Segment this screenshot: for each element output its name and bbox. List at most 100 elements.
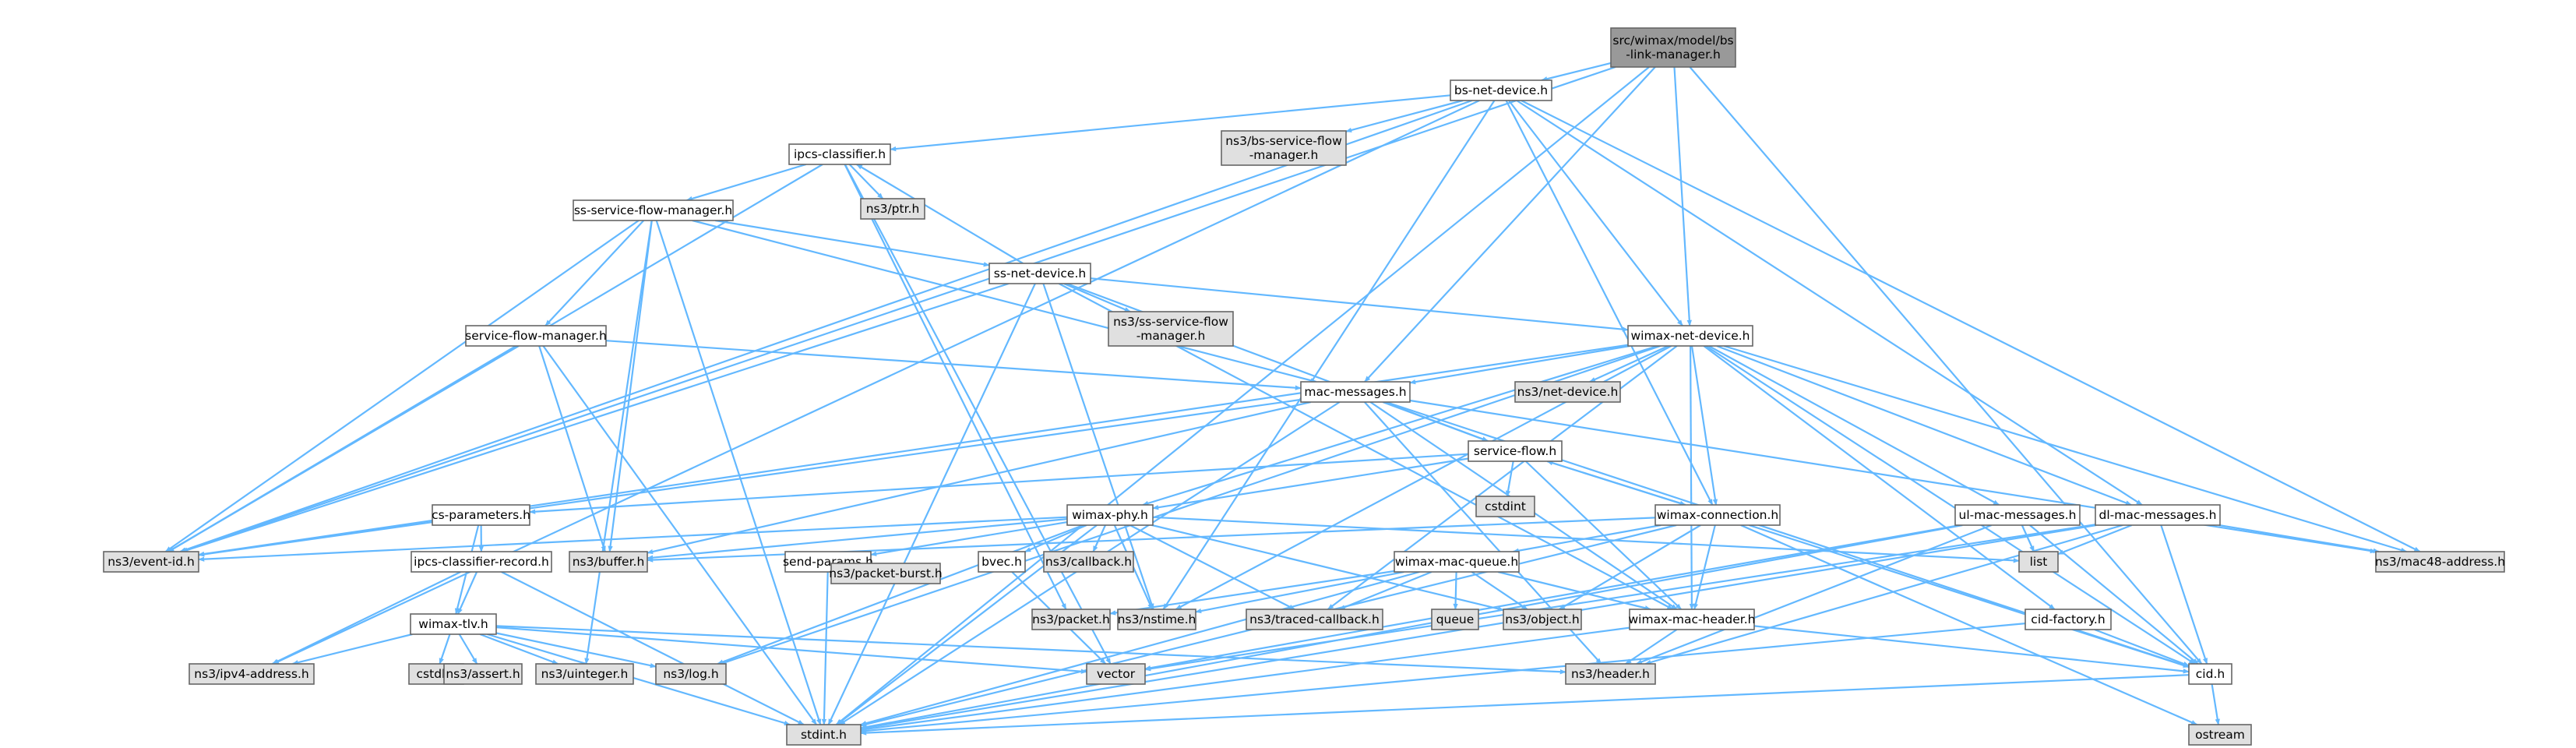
node-ns3_nstime: ns3/nstime.h xyxy=(1117,609,1196,630)
node-service_flow_manager[interactable]: service-flow-manager.h xyxy=(465,325,607,347)
node-box xyxy=(2025,609,2112,630)
node-service_flow[interactable]: service-flow.h xyxy=(1468,440,1563,462)
edge-cid_factory-to-cid xyxy=(2094,628,2190,667)
node-label: ns3/packet.h xyxy=(1032,612,1110,626)
edge-wimax_mac_queue-to-wimax_mac_header xyxy=(1497,570,1651,611)
node-label: ns3/log.h xyxy=(663,667,718,681)
node-label: ns3/mac48-address.h xyxy=(2375,555,2505,569)
node-label: ss-net-device.h xyxy=(994,266,1086,280)
node-box xyxy=(432,504,530,526)
node-bs_net_device[interactable]: bs-net-device.h xyxy=(1450,79,1552,101)
edge-wimax_net_device-to-cid xyxy=(1705,345,2196,665)
edge-bs_net_device-to-ns3_event_id xyxy=(179,99,1473,553)
node-cid[interactable]: cid.h xyxy=(2188,663,2232,685)
node-ns3_event_id: ns3/event-id.h xyxy=(103,551,199,573)
node-label: ns3/net-device.h xyxy=(1517,385,1619,399)
edge-root-to-stdint xyxy=(835,66,1650,725)
node-label: ns3/nstime.h xyxy=(1118,612,1196,626)
node-vector: vector xyxy=(1086,663,1146,685)
edge-wimax_connection-to-wimax_mac_queue xyxy=(1512,524,1662,553)
edge-wimax_net_device-to-ns3_net_device xyxy=(1589,344,1669,383)
edge-ipcs_classifier_record-to-stdint xyxy=(501,571,805,725)
edge-wimax_phy-to-ns3_callback xyxy=(1092,524,1107,552)
node-box xyxy=(1654,504,1781,526)
node-label: ns3/packet-burst.h xyxy=(829,566,942,580)
edge-bs_net_device-to-wimax_net_device xyxy=(1508,100,1683,326)
edge-ss_net_device-to-ns3_nstime xyxy=(1042,283,1154,610)
node-box xyxy=(569,551,648,573)
edge-wimax_net_device-to-ns3_event_id xyxy=(198,344,1629,557)
edge-wimax_tlv-to-ns3_ipv4_address xyxy=(291,633,413,665)
edge-wimax_phy-to-ns3_buffer xyxy=(647,518,1068,560)
node-mac_messages[interactable]: mac-messages.h xyxy=(1300,381,1411,403)
node-ipcs_classifier[interactable]: ipcs-classifier.h xyxy=(788,143,891,165)
node-label: ns3/assert.h xyxy=(446,667,520,681)
node-ul_mac_messages[interactable]: ul-mac-messages.h xyxy=(1954,504,2081,526)
node-ss_net_device[interactable]: ss-net-device.h xyxy=(988,263,1091,284)
node-label: ns3/ipv4-address.h xyxy=(194,667,308,681)
edge-wimax_connection-to-ostream xyxy=(1740,524,2198,726)
edge-wimax_phy-to-bvec xyxy=(1024,524,1087,553)
node-wimax_tlv[interactable]: wimax-tlv.h xyxy=(410,613,497,635)
edge-root-to-bs_net_device xyxy=(1541,62,1612,82)
edge-wimax_net_device-to-cid_factory xyxy=(1703,345,2056,610)
node-dl_mac_messages[interactable]: dl-mac-messages.h xyxy=(2095,504,2221,526)
node-cid_factory[interactable]: cid-factory.h xyxy=(2025,609,2112,630)
edge-wimax_net_device-to-wimax_phy xyxy=(1142,344,1658,506)
node-label: -link-manager.h xyxy=(1626,48,1721,62)
node-label: vector xyxy=(1097,667,1136,681)
node-label: ipcs-classifier.h xyxy=(794,147,886,161)
edge-wimax_connection-to-ns3_object xyxy=(1559,524,1701,610)
node-label: ns3/ptr.h xyxy=(866,202,920,216)
node-box xyxy=(784,551,872,573)
node-bvec[interactable]: bvec.h xyxy=(978,551,1026,573)
node-label: cstdint xyxy=(1485,499,1526,513)
edge-wimax_mac_header-to-stdint xyxy=(860,626,1630,732)
node-wimax_mac_queue[interactable]: wimax-mac-queue.h xyxy=(1394,551,1520,573)
node-ns3_assert: ns3/assert.h xyxy=(443,663,523,685)
node-label: ns3/traced-callback.h xyxy=(1249,612,1380,626)
node-label: ns3/callback.h xyxy=(1045,555,1132,569)
edge-wimax_mac_queue-to-ns3_traced_callback xyxy=(1338,570,1432,611)
node-label: mac-messages.h xyxy=(1304,385,1406,399)
node-box xyxy=(1503,609,1582,630)
node-cs_parameters[interactable]: cs-parameters.h xyxy=(432,504,530,526)
edge-send_params-to-stdint xyxy=(821,571,829,725)
edge-bs_net_device-to-dl_mac_messages xyxy=(1516,100,2143,506)
edge-root-to-mac_messages xyxy=(1364,66,1656,383)
edge-dl_mac_messages-to-ns3_header xyxy=(1644,524,2123,665)
node-box xyxy=(2095,504,2221,526)
node-cstdint: cstdint xyxy=(1475,496,1535,517)
node-ns3_traced_callback: ns3/traced-callback.h xyxy=(1246,609,1383,630)
edge-ss_sfm-to-mac_messages xyxy=(692,219,1317,383)
edge-wimax_net_device-to-ns3_mac48 xyxy=(1723,344,2408,553)
edge-wimax_net_device-to-mac_messages xyxy=(1409,344,1630,385)
node-label: bvec.h xyxy=(981,555,1022,569)
node-wimax_phy[interactable]: wimax-phy.h xyxy=(1066,504,1154,526)
node-box xyxy=(410,613,497,635)
node-label: ss-service-flow-manager.h xyxy=(574,203,732,217)
node-wimax_net_device[interactable]: wimax-net-device.h xyxy=(1627,325,1753,347)
node-ss_sfm[interactable]: ss-service-flow-manager.h xyxy=(573,199,734,221)
edge-ss_sfm-to-ns3_event_id xyxy=(164,220,640,552)
edge-dl_mac_messages-to-vector xyxy=(1144,524,2096,672)
node-ns3_packet: ns3/packet.h xyxy=(1031,609,1111,630)
node-label: ostream xyxy=(2195,728,2245,742)
node-wimax_mac_header[interactable]: wimax-mac-header.h xyxy=(1629,609,1756,630)
edge-wimax_connection-to-service_flow xyxy=(1546,460,1686,506)
node-ipcs_classifier_record[interactable]: ipcs-classifier-record.h xyxy=(411,551,552,573)
edge-wimax_net_device-to-wimax_connection xyxy=(1690,345,1718,506)
edge-wimax_mac_queue-to-stdint xyxy=(860,570,1420,726)
node-box xyxy=(788,143,891,165)
edge-ul_mac_messages-to-vector xyxy=(1144,524,1961,671)
node-box xyxy=(1610,27,1736,68)
edge-wimax_net_device-to-ul_mac_messages xyxy=(1708,345,2000,506)
edge-wimax_tlv-to-ns3_log xyxy=(495,632,657,669)
node-label: dl-mac-messages.h xyxy=(2099,508,2217,522)
node-label: cid.h xyxy=(2196,667,2225,681)
node-label: ipcs-classifier-record.h xyxy=(414,555,549,569)
node-label: wimax-mac-queue.h xyxy=(1395,555,1518,569)
node-wimax_connection[interactable]: wimax-connection.h xyxy=(1654,504,1781,526)
edge-ss_net_device-to-wimax_net_device xyxy=(1090,277,1629,332)
edge-wimax_phy-to-ns3_log xyxy=(717,524,1084,665)
